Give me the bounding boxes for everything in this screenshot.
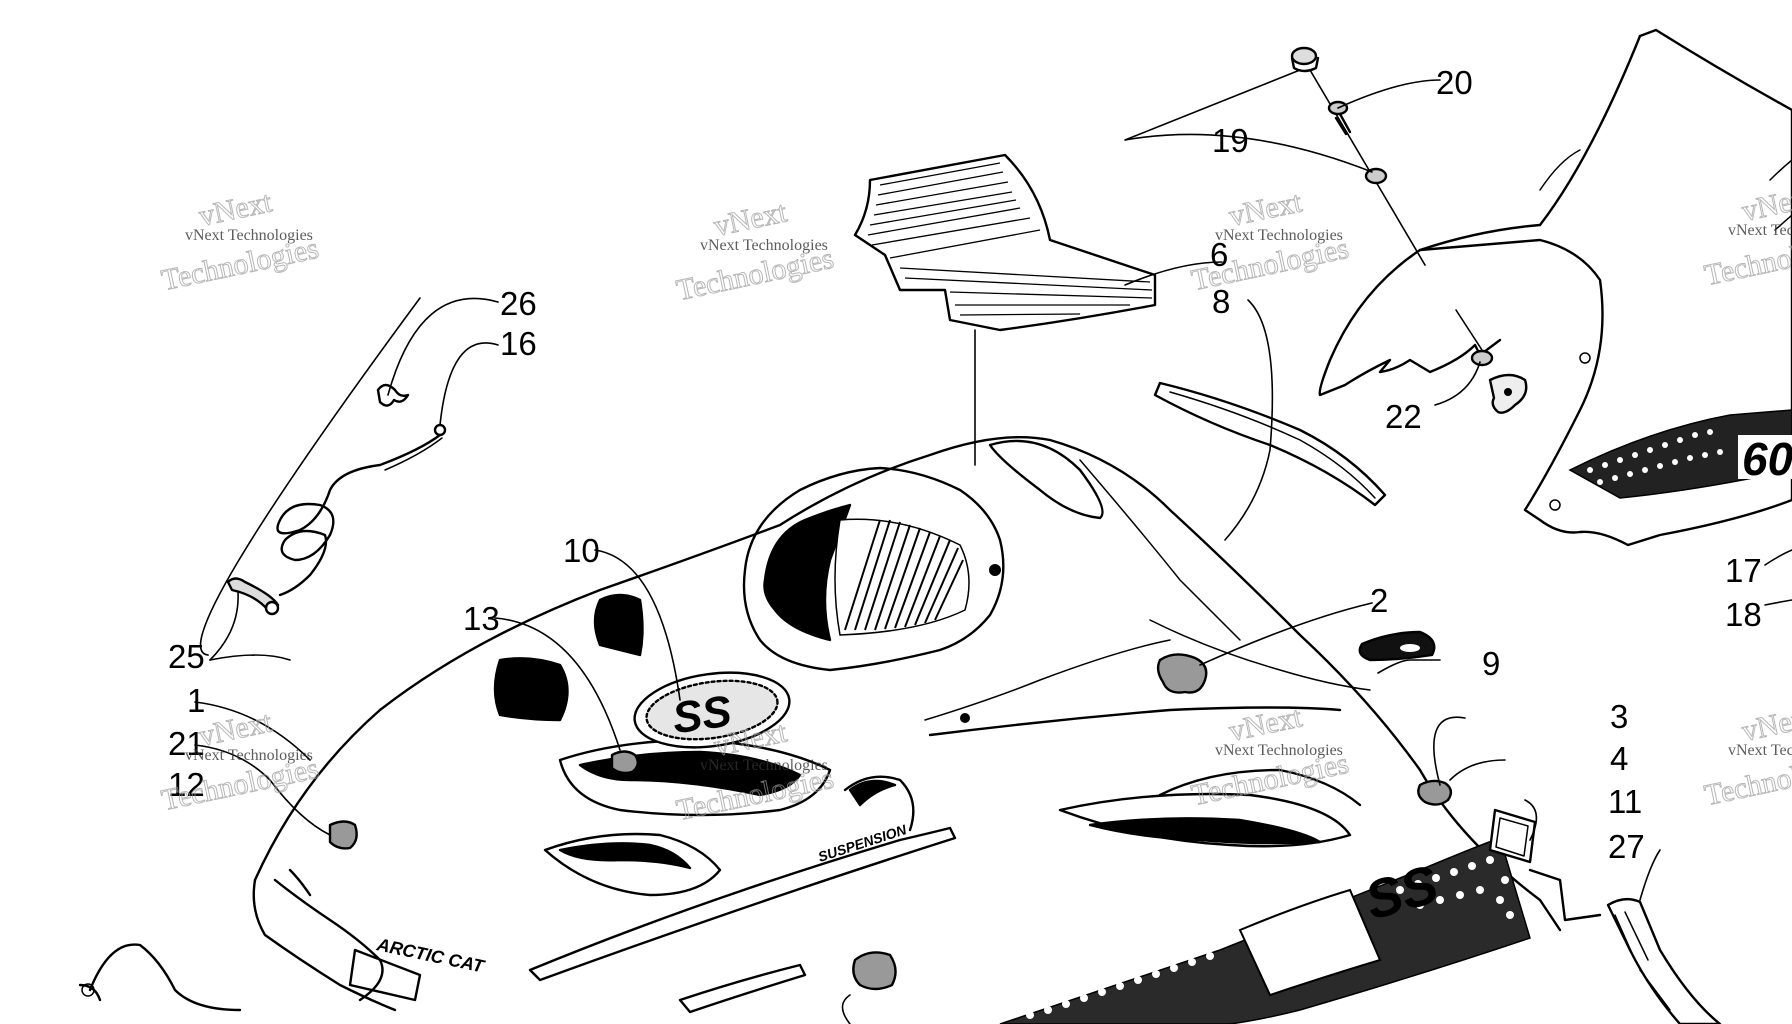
callout-labels: 1 2 3 4 6 8 9 10 11 12 13 16 17 18 19 20… <box>168 64 1762 865</box>
watermark: vNext Technologies vNext Technologies <box>158 185 322 298</box>
side-decal: SS <box>999 837 1531 1024</box>
svg-text:vNext: vNext <box>196 705 275 753</box>
callout-6: 6 <box>1210 236 1228 273</box>
windshield-model-text: 60 <box>1742 433 1792 485</box>
callout-12: 12 <box>168 766 205 803</box>
callout-4: 4 <box>1610 740 1628 777</box>
reflector-part <box>1488 808 1537 864</box>
callout-9: 9 <box>1482 645 1500 682</box>
svg-text:vNext Technologies: vNext Technologies <box>1728 742 1792 759</box>
dash-mat-part <box>853 153 1157 332</box>
callout-22: 22 <box>1385 398 1422 435</box>
windshield: 60 <box>1318 28 1792 547</box>
svg-text:vNext Technologies: vNext Technologies <box>700 757 828 774</box>
svg-text:vNext: vNext <box>1739 700 1792 748</box>
windshield-hardware <box>1290 46 1528 414</box>
callout-20: 20 <box>1436 64 1473 101</box>
model-decal-part <box>1358 630 1436 662</box>
tether-cord-part <box>226 383 447 616</box>
brand-logo-text: ARCTIC CAT <box>374 934 487 977</box>
foam-pads <box>328 653 1453 991</box>
watermark: vNext Technologies vNext Technologies <box>1701 700 1792 813</box>
svg-text:vNext: vNext <box>1226 185 1305 233</box>
hood-ss-emblem: SS <box>633 671 791 749</box>
svg-text:vNext: vNext <box>196 185 275 233</box>
hood: SUSPENSION SS ARCTIC CAT <box>78 435 1562 1012</box>
svg-text:vNext Technologies: vNext Technologies <box>1215 742 1343 759</box>
svg-text:vNext Technologies: vNext Technologies <box>1728 222 1792 239</box>
callout-1: 1 <box>187 682 205 719</box>
callout-18: 18 <box>1725 596 1762 633</box>
watermark: vNext Technologies vNext Technologies <box>1701 180 1792 293</box>
svg-text:vNext Technologies: vNext Technologies <box>700 237 828 254</box>
callout-11: 11 <box>1608 783 1642 820</box>
svg-text:vNext: vNext <box>1739 180 1792 228</box>
leader-lines <box>194 69 1792 1024</box>
windshield-decal: 60 <box>1568 409 1792 499</box>
callout-8: 8 <box>1212 283 1230 320</box>
svg-text:vNext: vNext <box>711 195 790 243</box>
watermark: vNext Technologies vNext Technologies <box>1188 700 1352 813</box>
svg-text:vNext Technologies: vNext Technologies <box>185 227 313 244</box>
callout-27: 27 <box>1608 828 1645 865</box>
callout-13: 13 <box>463 600 500 637</box>
callout-10: 10 <box>563 532 600 569</box>
svg-text:vNext Technologies: vNext Technologies <box>185 747 313 764</box>
watermark: vNext Technologies vNext Technologies <box>673 195 837 308</box>
hood-ss-text: SS <box>669 687 734 744</box>
hood-vent-grille <box>834 518 970 636</box>
callout-2: 2 <box>1370 582 1388 619</box>
callout-25: 25 <box>168 638 205 675</box>
callout-3: 3 <box>1610 698 1628 735</box>
callout-16: 16 <box>500 325 537 362</box>
callout-19: 19 <box>1212 122 1249 159</box>
callout-26: 26 <box>500 285 537 322</box>
callout-21: 21 <box>168 725 205 762</box>
svg-text:vNext Technologies: vNext Technologies <box>1215 227 1343 244</box>
callout-17: 17 <box>1725 552 1762 589</box>
hood-strap-part <box>1606 897 1722 1024</box>
